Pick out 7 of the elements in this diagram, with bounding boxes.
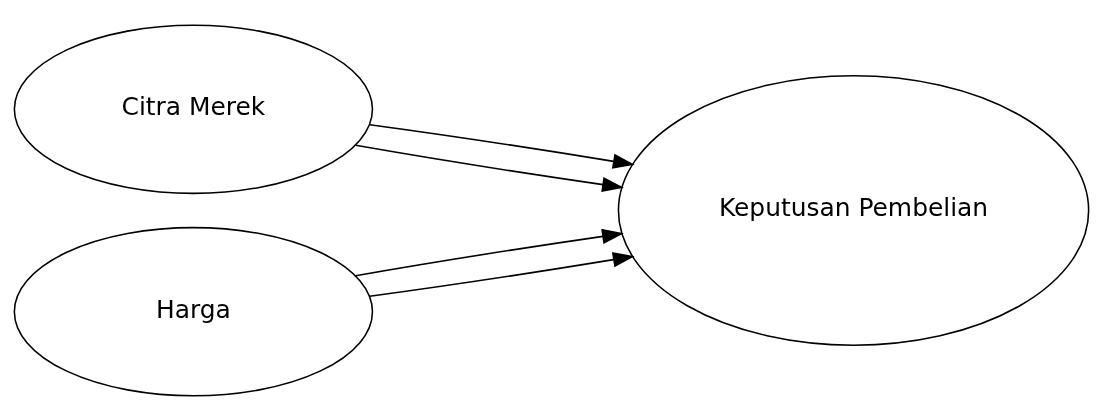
node-ellipse: Citra Merek [13,23,374,194]
arrow [368,251,635,297]
arrow [368,123,635,169]
node-ellipse: Harga [13,226,374,397]
node-ellipse: Keputusan Pembelian [617,74,1090,346]
arrow [354,144,624,192]
arrow [354,228,624,276]
